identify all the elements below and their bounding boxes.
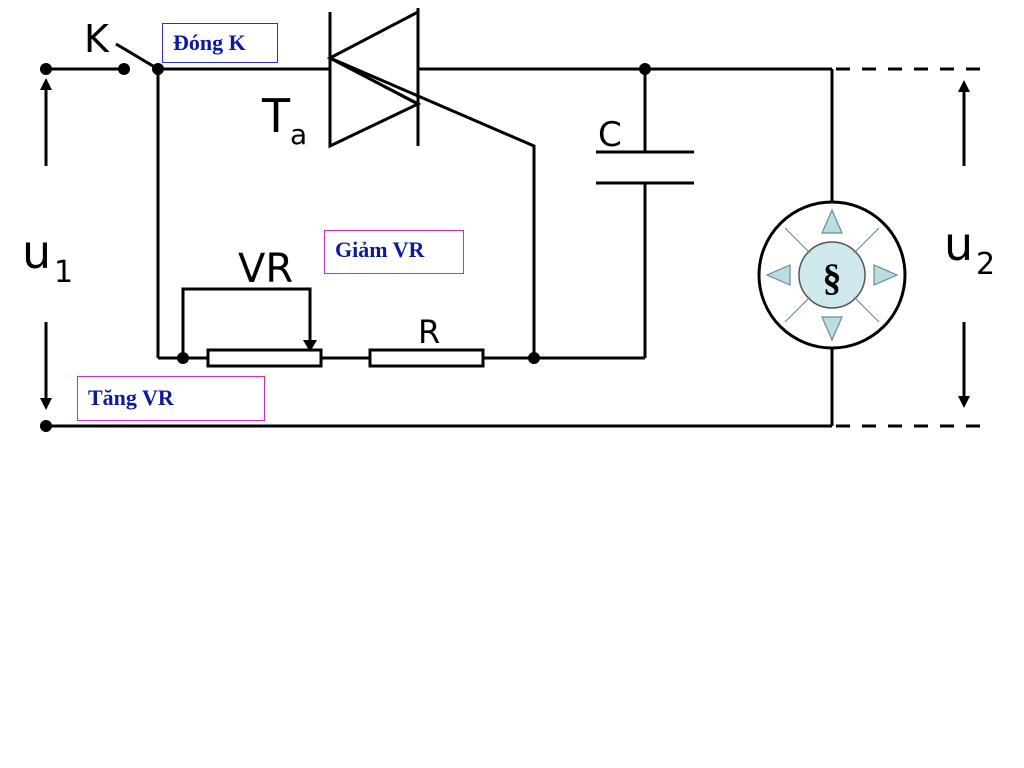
- u2-arrow-up-head: [958, 80, 970, 92]
- capacitor: [596, 150, 694, 185]
- input-voltage-subscript: 1: [54, 255, 73, 290]
- lamp-ray-top: [821, 208, 843, 234]
- capacitor-label: C: [598, 115, 622, 155]
- lamp-ray-top-left: [784, 227, 811, 254]
- triac: [326, 8, 422, 149]
- vr-junction-dot: [177, 352, 189, 364]
- close-k-button[interactable]: Đóng K: [162, 23, 278, 63]
- potentiometer-label: VR: [238, 246, 293, 292]
- output-voltage-label: u: [944, 217, 973, 271]
- lamp: §: [757, 200, 907, 350]
- vr-wiper-wire: [181, 287, 312, 358]
- decrease-vr-button[interactable]: Giảm VR: [324, 230, 464, 274]
- lamp-symbol: §: [823, 257, 842, 299]
- input-terminal-bottom: [40, 420, 52, 432]
- wires: [46, 56, 834, 428]
- lamp-ray-bottom-left: [784, 296, 811, 323]
- lamp-ray-top-right: [853, 227, 880, 254]
- switch-lever[interactable]: [115, 42, 159, 71]
- lamp-ray-right: [873, 264, 899, 286]
- switch-contact-dot: [152, 63, 164, 75]
- gate-junction-dot: [528, 352, 540, 364]
- potentiometer-vr: [206, 340, 323, 368]
- triac-label: T: [261, 89, 291, 143]
- u1-arrow-down-head: [40, 398, 52, 410]
- lamp-core: [798, 241, 866, 309]
- resistor-body: [368, 348, 485, 368]
- capacitor-junction-dot: [639, 63, 651, 75]
- voltage-arrows: [40, 78, 970, 410]
- u1-arrow-up-head: [40, 78, 52, 90]
- triac-label-subscript: a: [290, 118, 307, 151]
- vr-body: [206, 348, 323, 368]
- switch-pivot-dot: [118, 63, 130, 75]
- resistor-r: [368, 348, 485, 368]
- lamp-ray-bottom: [821, 316, 843, 342]
- junctions: [40, 63, 651, 432]
- triac-triangle-lower: [328, 55, 422, 149]
- switch-k[interactable]: [115, 42, 159, 71]
- input-voltage-label: u: [22, 225, 51, 279]
- output-voltage-subscript: 2: [976, 247, 995, 282]
- gate-wire: [329, 56, 536, 358]
- input-terminal-top: [40, 63, 52, 75]
- switch-label: K: [84, 17, 110, 61]
- resistor-label: R: [418, 313, 440, 351]
- lamp-rays: [765, 208, 899, 342]
- vr-wiper-arrow: [303, 340, 317, 352]
- lamp-ray-left: [765, 264, 791, 286]
- lamp-ray-bottom-right: [853, 296, 880, 323]
- u2-arrow-down-head: [958, 396, 970, 408]
- increase-vr-button[interactable]: Tăng VR: [77, 376, 265, 421]
